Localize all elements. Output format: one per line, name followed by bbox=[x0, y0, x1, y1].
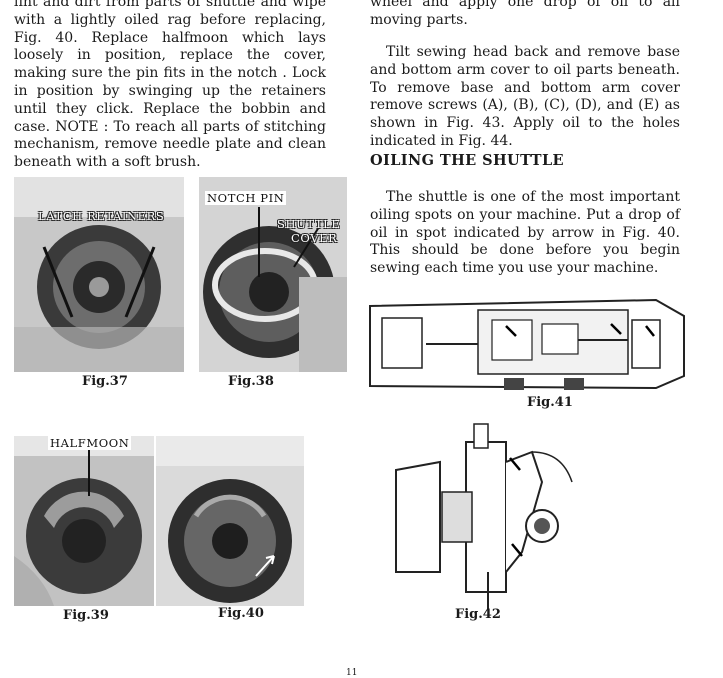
fig42-caption: Fig.42 bbox=[455, 607, 501, 622]
fig37-photo: LATCH RETAINERS bbox=[14, 177, 184, 372]
fig38-photo: NOTCH PIN SHUTTLE COVER bbox=[199, 177, 347, 372]
left-column-paragraph: lint and dirt from parts of shuttle and … bbox=[14, 0, 326, 172]
right-column-top: wheel and apply one drop of oil to all m… bbox=[370, 0, 680, 30]
halfmoon-illustration bbox=[14, 436, 154, 606]
fig37-caption: Fig.37 bbox=[82, 374, 128, 389]
halfmoon-label: HALFMOON bbox=[48, 436, 132, 450]
latch-retainers-label: LATCH RETAINERS bbox=[38, 209, 165, 223]
needle-bar-oiling-diagram bbox=[395, 423, 573, 610]
shuttle-label: SHUTTLE bbox=[277, 217, 341, 231]
fig42-drawing bbox=[392, 422, 692, 610]
right-column-shuttle-paragraph: The shuttle is one of the most important… bbox=[370, 189, 680, 278]
cleaning-instructions: lint and dirt from parts of shuttle and … bbox=[14, 0, 326, 171]
fig40-photo bbox=[156, 436, 304, 606]
fig40-caption: Fig.40 bbox=[218, 606, 264, 621]
machine-underside-diagram bbox=[369, 298, 685, 390]
fig38-caption: Fig.38 bbox=[228, 374, 274, 389]
fig41-drawing bbox=[366, 296, 688, 396]
fig41-caption: Fig.41 bbox=[527, 395, 573, 410]
shuttle-cover-illustration bbox=[199, 177, 347, 372]
shuttle-latch-illustration bbox=[14, 177, 184, 372]
base-cover-instructions: Tilt sewing head back and remove base an… bbox=[370, 44, 680, 149]
notch-pin-label: NOTCH PIN bbox=[205, 191, 287, 205]
fig39-photo: HALFMOON bbox=[14, 436, 154, 606]
fig39-caption: Fig.39 bbox=[63, 608, 109, 623]
right-column-base-paragraph: Tilt sewing head back and remove base an… bbox=[370, 44, 680, 151]
shuttle-instructions: The shuttle is one of the most important… bbox=[370, 189, 680, 277]
oiling-fragment: wheel and apply one drop of oil to all m… bbox=[370, 0, 680, 28]
cover-label: COVER bbox=[291, 231, 338, 245]
section-heading: OILING THE SHUTTLE bbox=[370, 152, 564, 169]
shuttle-oiling-point-illustration bbox=[156, 436, 304, 606]
page-number: 11 bbox=[346, 668, 358, 678]
